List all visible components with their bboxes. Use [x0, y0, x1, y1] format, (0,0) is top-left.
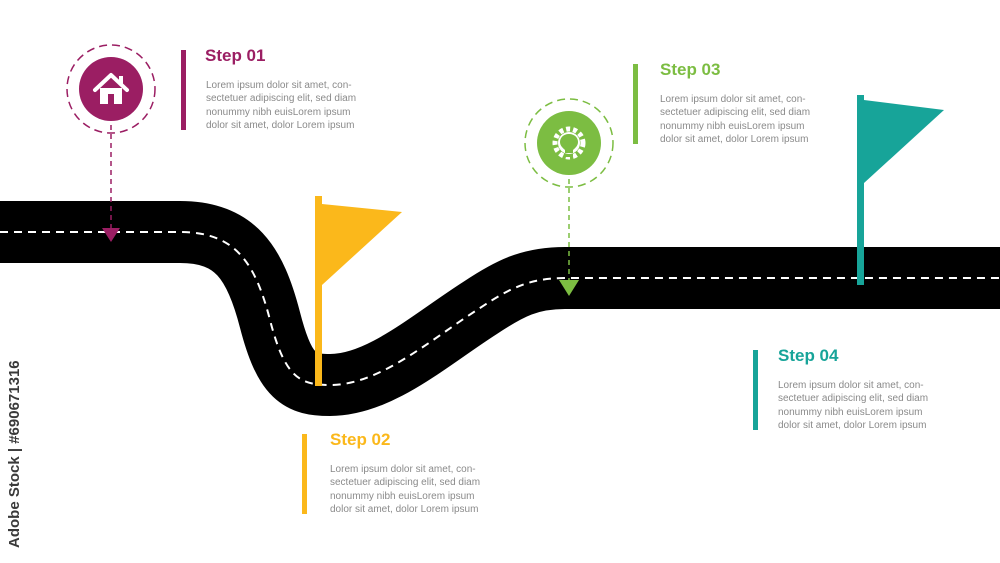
road-center-line [0, 231, 1000, 387]
step-01-bar [181, 50, 186, 130]
step-03-title: Step 03 [660, 60, 721, 79]
text-line: sectetuer adipiscing elit, sed diam [206, 93, 357, 105]
home-icon [93, 73, 129, 104]
text-line: Lorem ipsum dolor sit amet, con- [778, 380, 924, 391]
step-03-arrow-icon [559, 280, 579, 296]
step-02-title: Step 02 [330, 430, 391, 449]
step-04-description: Lorem ipsum dolor sit amet, con- sectetu… [778, 379, 938, 433]
step-01-arrow-icon [102, 228, 120, 242]
text-line: nonummy nibh euisLorem ipsum [660, 120, 805, 132]
step-01-title: Step 01 [205, 46, 266, 65]
step-02-bar [302, 434, 307, 514]
step-01-description: Lorem ipsum dolor sit amet, con- sectetu… [206, 79, 366, 133]
step-04-bar [753, 350, 758, 430]
text-line: sectetuer adipiscing elit, sed diam [660, 107, 811, 119]
road [0, 201, 1000, 416]
step-03-description: Lorem ipsum dolor sit amet, con- sectetu… [660, 93, 820, 147]
step-04-title: Step 04 [778, 346, 839, 365]
step-01-marker [66, 44, 156, 242]
watermark: Adobe Stock | #690671316 [6, 360, 23, 548]
text-line: Lorem ipsum dolor sit amet, con- [330, 464, 476, 475]
step-03-bar [633, 64, 638, 144]
step-03-marker [524, 98, 614, 296]
flag-icon [864, 100, 944, 183]
flag-icon [322, 204, 402, 285]
text-line: dolor sit amet, dolor Lorem ipsum [330, 504, 479, 516]
text-line: sectetuer adipiscing elit, sed diam [778, 393, 929, 405]
text-line: dolor sit amet, dolor Lorem ipsum [206, 120, 355, 132]
step-04-flag [857, 95, 944, 285]
text-line: Lorem ipsum dolor sit amet, con- [660, 94, 806, 105]
text-line: nonummy nibh euisLorem ipsum [330, 490, 475, 502]
lightbulb-gear-icon [552, 126, 586, 160]
text-line: dolor sit amet, dolor Lorem ipsum [660, 134, 809, 146]
step-02-description: Lorem ipsum dolor sit amet, con- sectetu… [330, 463, 490, 517]
text-line: sectetuer adipiscing elit, sed diam [330, 477, 481, 489]
text-line: nonummy nibh euisLorem ipsum [206, 106, 351, 118]
text-line: dolor sit amet, dolor Lorem ipsum [778, 420, 927, 432]
text-line: nonummy nibh euisLorem ipsum [778, 406, 923, 418]
text-line: Lorem ipsum dolor sit amet, con- [206, 80, 352, 91]
step-02-flag [315, 196, 402, 386]
